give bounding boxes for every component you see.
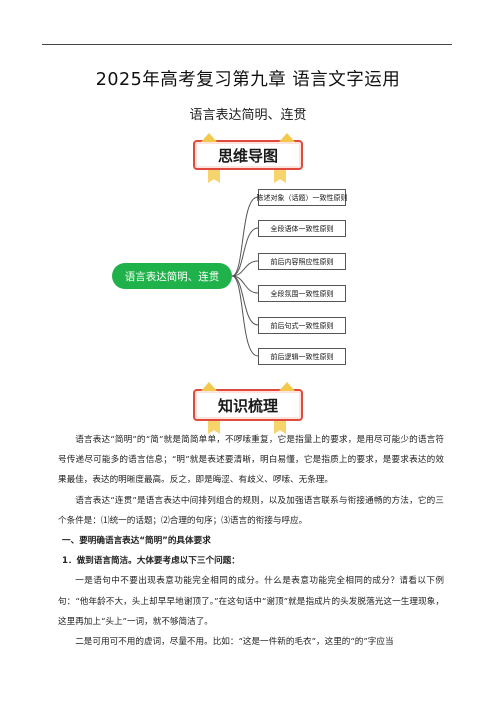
mindmap-branch: 全段氛围一致性原则 <box>258 285 346 302</box>
page-title: 2025年高考复习第九章 语言文字运用 <box>95 70 401 90</box>
paragraph: 一是语句中不要出现表意功能完全相同的成分。什么是表意功能完全相同的成分？请看以下… <box>58 576 444 627</box>
connector-3 <box>231 260 259 277</box>
mindmap-branch: 全段语体一致性原则 <box>258 220 346 237</box>
mindmap-banner-label: 思维导图 <box>217 146 278 165</box>
mindmap-branch: 前后内容照应性原则 <box>258 253 346 270</box>
ribbon-left-icon <box>208 421 220 434</box>
body-text: 语言表达“简明”的“简”就是简简单单，不啰嗦重复，它是指量上的要求，是用尽可能少… <box>58 430 444 652</box>
subsection-heading: 1．做到语言简洁。大体要考虑以下三个问题： <box>62 556 240 567</box>
ribbon-right-icon <box>274 170 286 183</box>
section-heading: 一、要明确语言表达“简明”的具体要求 <box>62 536 211 547</box>
connector-4 <box>231 275 259 294</box>
connector-6 <box>231 275 259 357</box>
connector-1 <box>231 196 259 277</box>
paragraph: 语言表达“连贯”是语言表达中间排列组合的规则，以及加强语言联系与衔接通畅的方法，… <box>58 495 444 526</box>
knowledge-banner: 知识梳理 <box>193 389 303 421</box>
header-rule <box>42 44 452 45</box>
ribbon-left-icon <box>208 170 220 183</box>
mindmap-root-label: 语言表达简明、连贯 <box>124 270 220 283</box>
mindmap-branch: 陈述对象（话题）一致性原则 <box>257 189 348 206</box>
mindmap-root: 语言表达简明、连贯 <box>112 263 232 289</box>
mindmap-branch: 前后句式一致性原则 <box>258 317 346 334</box>
page-subtitle: 语言表达简明、连贯 <box>189 108 307 123</box>
ribbon-right-icon <box>274 421 286 434</box>
paragraph: 语言表达“简明”的“简”就是简简单单，不啰嗦重复，它是指量上的要求，是用尽可能少… <box>58 435 444 486</box>
mindmap-branch: 前后逻辑一致性原则 <box>258 348 346 365</box>
connector-2 <box>231 227 259 277</box>
connector-5 <box>231 275 259 326</box>
mindmap-banner: 思维导图 <box>193 140 303 170</box>
knowledge-banner-label: 知识梳理 <box>217 396 278 415</box>
paragraph: 二是可用可不用的虚词，尽量不用。比如：“这是一件新的毛衣”，这里的“的”字应当 <box>75 637 394 648</box>
